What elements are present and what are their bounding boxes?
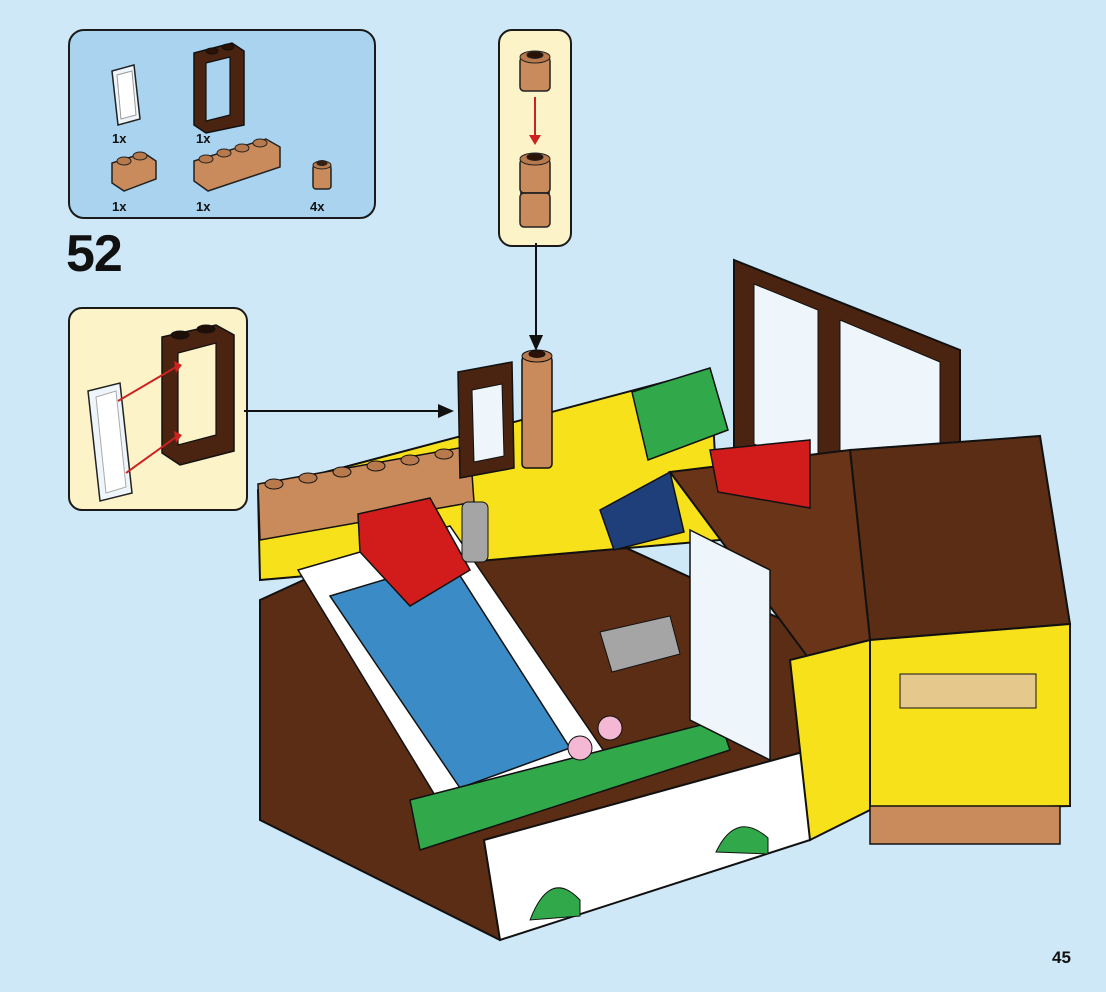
parts-list-panel: 1x 1x 1x 1x 4x bbox=[68, 29, 376, 219]
tan-round-brick-1x1-icon bbox=[312, 160, 332, 190]
round-brick-column bbox=[521, 355, 553, 469]
step-number: 52 bbox=[66, 225, 123, 283]
subassembly-callout-window bbox=[68, 307, 248, 511]
brown-window-frame-icon bbox=[193, 42, 245, 134]
green-awning bbox=[631, 367, 729, 462]
callout-arrow-window bbox=[244, 404, 454, 418]
tan-wall-tiles bbox=[899, 673, 1037, 709]
blue-awning bbox=[599, 470, 685, 551]
transparent-glass-pane-icon bbox=[111, 64, 141, 126]
lego-house-model-illustration bbox=[256, 258, 1072, 942]
red-bench bbox=[357, 497, 472, 607]
parts-qty-window-frame: 1x bbox=[196, 131, 211, 146]
parts-qty-log-brick-1x2: 1x bbox=[112, 199, 127, 214]
parts-qty-log-brick-1x4: 1x bbox=[196, 199, 211, 214]
subassembly-callout-round-bricks bbox=[498, 29, 572, 247]
page-number: 45 bbox=[1052, 948, 1071, 967]
green-plate-strip bbox=[409, 719, 731, 851]
tan-log-brick-1x2-icon bbox=[111, 151, 157, 192]
parts-qty-round-brick: 4x bbox=[310, 199, 325, 214]
pink-flower bbox=[597, 715, 623, 741]
grey-grill bbox=[599, 615, 681, 673]
round-brick-stack-icon bbox=[519, 50, 551, 228]
yellow-house-wall bbox=[869, 622, 1071, 812]
roof-plate bbox=[848, 434, 1072, 642]
window-assembly-icon bbox=[87, 324, 235, 502]
glass-door bbox=[689, 528, 771, 762]
parts-qty-glass-pane: 1x bbox=[112, 131, 127, 146]
grey-tap bbox=[461, 501, 489, 563]
tan-log-brick-1x4-icon bbox=[193, 138, 281, 192]
red-seats bbox=[709, 439, 811, 509]
tan-base-strip bbox=[869, 805, 1061, 845]
callout-arrow-round-bricks bbox=[529, 243, 543, 351]
pink-flower bbox=[567, 735, 593, 761]
